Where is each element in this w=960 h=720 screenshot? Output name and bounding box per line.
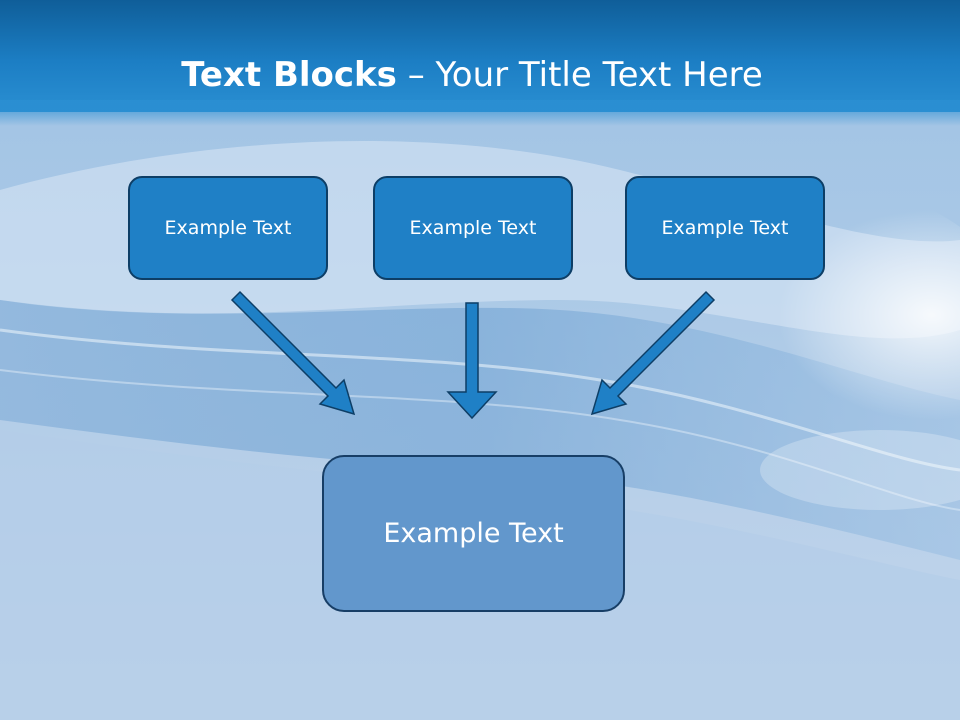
text-block-2-label: Example Text xyxy=(409,217,537,239)
title-band xyxy=(0,0,960,112)
slide-title-bold: Text Blocks xyxy=(181,55,397,95)
slide-title-separator: – xyxy=(396,55,436,95)
text-block-main[interactable]: Example Text xyxy=(322,455,625,612)
text-block-1[interactable]: Example Text xyxy=(128,176,328,280)
text-block-3-label: Example Text xyxy=(661,217,789,239)
title-band-fade xyxy=(0,100,960,126)
text-block-1-label: Example Text xyxy=(164,217,292,239)
text-block-main-label: Example Text xyxy=(383,518,564,549)
text-block-3[interactable]: Example Text xyxy=(625,176,825,280)
text-block-2[interactable]: Example Text xyxy=(373,176,573,280)
slide-title: Text Blocks – Your Title Text Here xyxy=(0,52,944,98)
slide-title-rest: Your Title Text Here xyxy=(435,55,763,95)
